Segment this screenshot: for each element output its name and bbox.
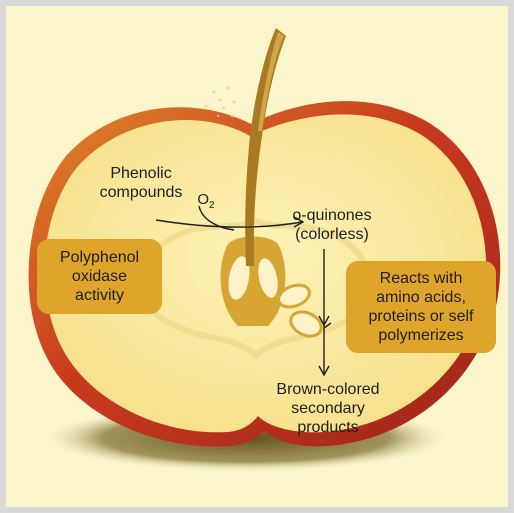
label-brown-line-1: Brown-colored xyxy=(268,380,388,399)
label-phenolic-line-1: Phenolic xyxy=(86,164,196,183)
box-ppo-line-3: activity xyxy=(37,286,162,305)
box-polyphenol-oxidase: Polyphenol oxidase activity xyxy=(37,239,162,314)
label-phenolic-compounds: Phenolic compounds xyxy=(86,164,196,202)
box-ppo-line-2: oxidase xyxy=(37,267,162,286)
box-ppo-line-1: Polyphenol xyxy=(37,248,162,267)
label-o-quinones: o-quinones (colorless) xyxy=(276,206,388,244)
box-reacts-line-4: polymerizes xyxy=(346,326,496,345)
label-brown-products: Brown-colored secondary products xyxy=(268,380,388,437)
label-quinones-line-2: (colorless) xyxy=(276,225,388,244)
oxygen-subscript: 2 xyxy=(209,200,215,211)
label-brown-line-3: products xyxy=(268,418,388,437)
label-phenolic-line-2: compounds xyxy=(86,183,196,202)
diagram-canvas: Phenolic compounds O2 o-quinones (colorl… xyxy=(6,6,508,507)
label-brown-line-2: secondary xyxy=(268,399,388,418)
oxygen-base: O xyxy=(197,191,209,208)
box-reacts-line-2: amino acids, xyxy=(346,288,496,307)
label-oxygen: O2 xyxy=(192,190,220,215)
box-reacts-line-1: Reacts with xyxy=(346,269,496,288)
box-reacts-with: Reacts with amino acids, proteins or sel… xyxy=(346,261,496,353)
label-quinones-line-1: o-quinones xyxy=(276,206,388,225)
box-reacts-line-3: proteins or self xyxy=(346,307,496,326)
